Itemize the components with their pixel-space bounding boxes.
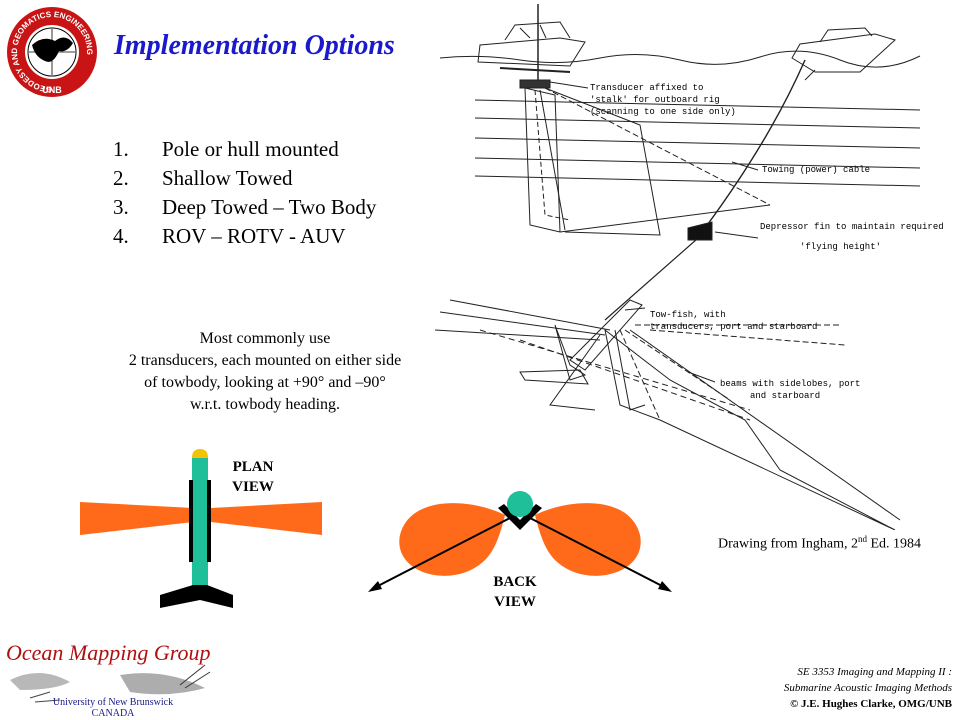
description-line: Most commonly use (199, 330, 331, 347)
stalk-transducer-drawing (519, 79, 551, 89)
towing-drawing: Transducer affixed to 'stalk' for outboa… (434, 4, 944, 530)
option-item: 1. Pole or hull mounted (113, 135, 376, 164)
port-beam-fan (80, 502, 193, 535)
boat-left-drawing (477, 4, 586, 80)
port-transducer-bar (189, 480, 193, 562)
label-depressor-line: 'flying height' (800, 242, 881, 252)
option-item: 4. ROV – ROTV - AUV (113, 222, 376, 251)
credit-text-end: Ed. 1984 (866, 536, 922, 552)
label-transducer-line: Transducer affixed to (590, 83, 703, 93)
country-name: CANADA (91, 708, 135, 719)
options-list: 1. Pole or hull mounted 2. Shallow Towed 3… (113, 135, 376, 251)
back-label-line: BACK (493, 574, 537, 590)
university-name: University of New Brunswick (52, 697, 174, 708)
course-line: Submarine Acoustic Imaging Methods (783, 682, 952, 694)
label-depressor-line: Depressor fin to maintain required (760, 222, 944, 232)
label-transducer-line: 'stalk' for outboard rig (590, 95, 720, 105)
option-number: 1. (113, 137, 129, 161)
towfish-body (192, 458, 208, 586)
depressor-fin-drawing (687, 221, 713, 241)
label-cable: Towing (power) cable (762, 165, 870, 175)
port-beam-lobe (399, 503, 505, 576)
omg-logo-art (10, 664, 211, 703)
copyright-line: © J.E. Hughes Clarke, OMG/UNB (790, 698, 952, 710)
tow-cable-drawing (704, 59, 806, 229)
port-beam-arrow (373, 517, 511, 589)
option-item: 3. Deep Towed – Two Body (113, 193, 376, 222)
description-line: w.r.t. towbody heading. (189, 396, 341, 413)
back-view-label: BACK VIEW (480, 572, 550, 612)
option-text: Shallow Towed (162, 166, 293, 190)
starboard-beam-arrow (529, 517, 667, 589)
starboard-beam-lobe (535, 503, 641, 576)
plan-label-line: PLAN (232, 459, 274, 475)
drawing-credit: Drawing from Ingham, 2nd Ed. 1984 (718, 534, 921, 553)
starboard-transducer-bar (207, 480, 211, 562)
towfish-nose (192, 449, 208, 458)
option-item: 2. Shallow Towed (113, 164, 376, 193)
omg-brand-title: Ocean Mapping Group (6, 640, 211, 665)
starboard-beam-fan (211, 502, 322, 535)
credit-sup: nd (857, 534, 867, 544)
label-towfish-line: Tow-fish, with (650, 310, 726, 320)
unb-logo: GEODESY AND GEOMATICS ENGINEERING UNB (7, 7, 97, 97)
towfish-drawing (519, 299, 643, 385)
label-towfish-line: transducers, port and starboard (650, 322, 817, 332)
option-text: ROV – ROTV - AUV (162, 224, 346, 248)
plan-view-diagram (80, 449, 322, 608)
option-text: Deep Towed – Two Body (162, 195, 377, 219)
omg-university: University of New Brunswick CANADA (48, 697, 178, 719)
towfish-tailfin (160, 585, 233, 608)
label-transducer-line: (scanning to one side only) (590, 107, 736, 117)
course-info: SE 3353 Imaging and Mapping II : Submari… (784, 664, 952, 712)
description-line: of towbody, looking at +90° and –90° (144, 374, 386, 391)
slide-title: Implementation Options (114, 30, 395, 61)
towfish-cross-section (507, 491, 533, 517)
course-line: SE 3353 Imaging and Mapping II : (797, 666, 952, 678)
logo-bottom-text: UNB (42, 85, 62, 95)
water-surface (439, 50, 921, 68)
label-beams-line: and starboard (750, 391, 820, 401)
plan-view-label: PLAN VIEW (218, 457, 288, 497)
option-number: 2. (113, 166, 129, 190)
option-number: 3. (113, 195, 129, 219)
description-text: Most commonly use 2 transducers, each mo… (90, 328, 440, 416)
credit-text: Drawing from Ingham, 2 (718, 536, 858, 552)
back-label-line: VIEW (494, 594, 536, 610)
plan-label-line: VIEW (232, 479, 274, 495)
option-text: Pole or hull mounted (162, 137, 339, 161)
description-line: 2 transducers, each mounted on either si… (128, 352, 402, 369)
label-beams-line: beams with sidelobes, port (720, 379, 860, 389)
back-view-diagram (368, 491, 672, 592)
option-number: 4. (113, 224, 129, 248)
boat-right-drawing (791, 27, 896, 81)
